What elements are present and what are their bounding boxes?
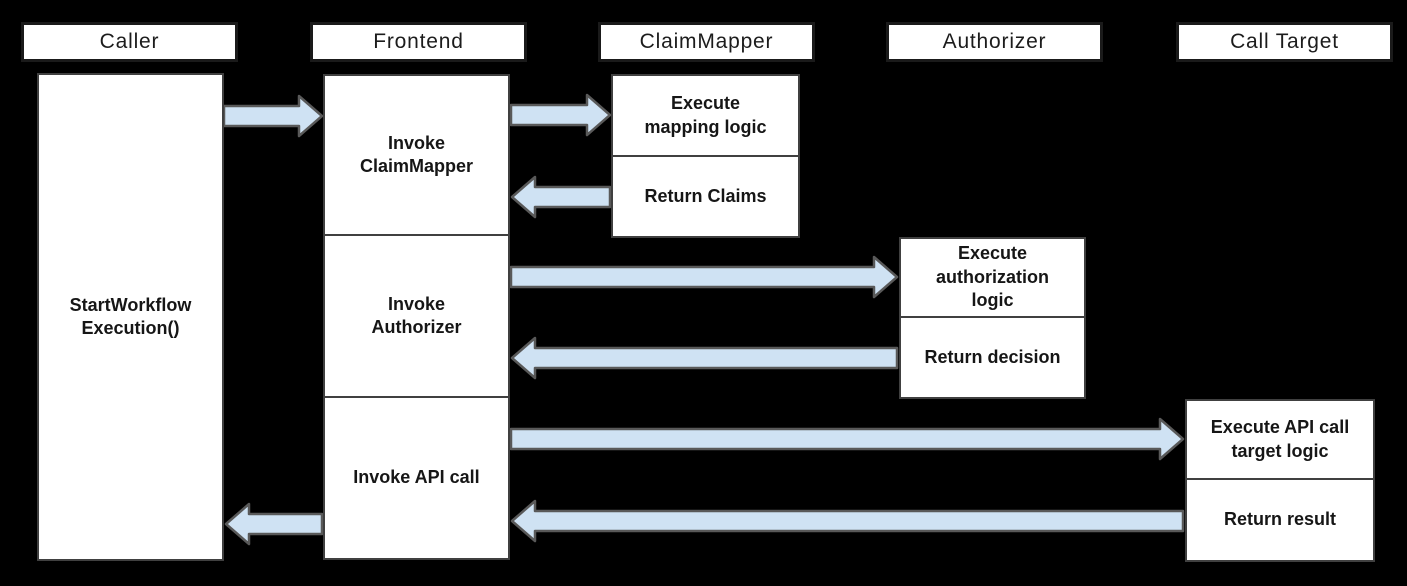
box-return-result: Return result [1185, 478, 1375, 562]
lifeline-header-caller: Caller [21, 22, 238, 62]
arrow-authorizer-return-decision [510, 336, 899, 380]
arrow-calltarget-return-result [510, 499, 1185, 543]
box-execute-mapping-logic: Execute mapping logic [611, 74, 800, 157]
arrow-claimmapper-return-claims [510, 175, 612, 219]
box-startworkflowexecution: StartWorkflow Execution() [37, 73, 224, 561]
box-return-claims: Return Claims [611, 155, 800, 238]
box-invoke-authorizer: Invoke Authorizer [323, 234, 510, 398]
lifeline-header-claimmapper: ClaimMapper [598, 22, 815, 62]
box-invoke-api-call: Invoke API call [323, 396, 510, 560]
arrow-frontend-to-authorizer [509, 255, 899, 299]
box-execute-authorization-logic: Execute authorization logic [899, 237, 1086, 318]
arrow-caller-to-frontend [222, 94, 324, 138]
box-return-decision: Return decision [899, 316, 1086, 399]
box-execute-api-call-target-logic: Execute API call target logic [1185, 399, 1375, 480]
arrow-frontend-to-claimmapper [509, 93, 612, 137]
lifeline-header-frontend: Frontend [310, 22, 527, 62]
lifeline-header-authorizer: Authorizer [886, 22, 1103, 62]
lifeline-header-calltarget: Call Target [1176, 22, 1393, 62]
arrow-frontend-to-calltarget [509, 417, 1185, 461]
arrow-frontend-return-to-caller [224, 502, 324, 546]
box-invoke-claimmapper: Invoke ClaimMapper [323, 74, 510, 236]
